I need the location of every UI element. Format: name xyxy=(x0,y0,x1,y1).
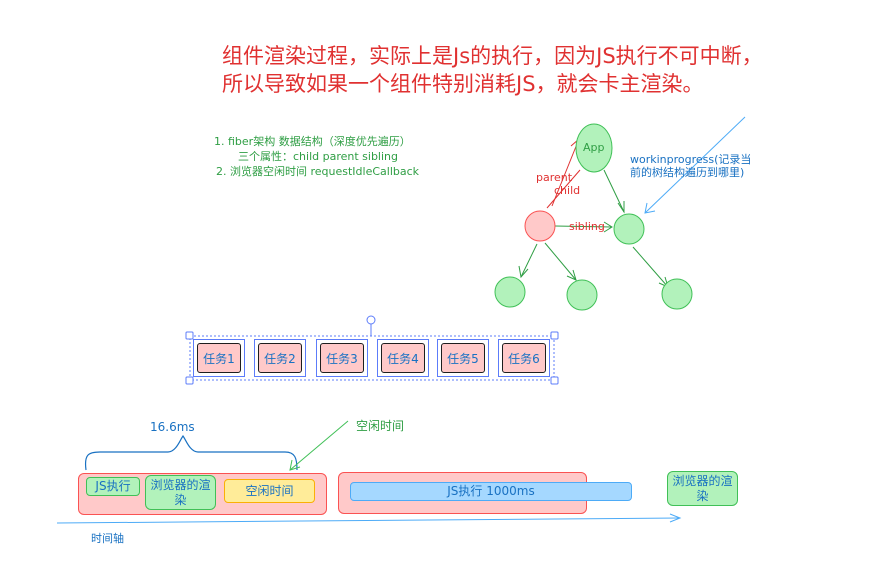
task-selection-box xyxy=(189,335,555,381)
node-leaf-1 xyxy=(494,276,526,308)
title-line-2: 所以导致如果一个组件特别消耗JS，就会卡主渲染。 xyxy=(222,72,704,96)
edge-sibling-leaf3 xyxy=(632,246,669,288)
frame-duration-label: 16.6ms xyxy=(150,420,195,434)
js-exec-box: JS执行 xyxy=(86,477,140,496)
node-leaf-2 xyxy=(566,279,598,311)
wip-label-line1: workinprogress(记录当 xyxy=(630,153,752,166)
task-item[interactable]: 任务5 xyxy=(441,343,485,373)
js-exec-long-box: JS执行 1000ms xyxy=(350,482,632,501)
edge-child-leaf2 xyxy=(544,242,577,281)
node-child xyxy=(524,210,556,242)
node-leaf-3 xyxy=(661,278,693,310)
idle-time-box: 空闲时间 xyxy=(224,479,315,503)
idle-annotation-label: 空闲时间 xyxy=(356,419,405,433)
resize-handle-br xyxy=(550,376,559,385)
resize-handle-tr xyxy=(550,331,559,340)
task-item[interactable]: 任务6 xyxy=(502,343,546,373)
time-axis-line xyxy=(56,517,681,524)
edge-parent xyxy=(551,138,580,207)
task-frame xyxy=(316,339,368,377)
resize-handle-tl xyxy=(185,331,194,340)
task-item[interactable]: 任务3 xyxy=(320,343,364,373)
idle-pointer xyxy=(289,420,349,471)
edge-child-leaf1 xyxy=(520,243,538,278)
node-app xyxy=(575,123,613,173)
note-fiber-props: 三个属性：child parent sibling xyxy=(238,150,398,163)
task-frame xyxy=(437,339,489,377)
task-item[interactable]: 任务1 xyxy=(197,343,241,373)
note-idle-callback: 2. 浏览器空闲时间 requestIdleCallback xyxy=(216,165,420,178)
browser-render-box: 浏览器的渲染 xyxy=(145,475,216,510)
edge-app-sibling xyxy=(603,169,625,213)
node-sibling xyxy=(613,213,645,245)
note-fiber: 1. fiber架构 数据结构（深度优先遍历） xyxy=(214,135,411,148)
child-label: child xyxy=(554,184,581,197)
rotate-handle xyxy=(366,315,376,325)
sibling-label: sibling xyxy=(569,220,605,233)
task-frame xyxy=(377,339,429,377)
task-item[interactable]: 任务4 xyxy=(381,343,425,373)
parent-label: parent xyxy=(536,171,573,184)
task-frame xyxy=(254,339,306,377)
task-frame xyxy=(498,339,550,377)
wip-pointer xyxy=(644,116,746,214)
wip-label-line2: 前的树结构遍历到哪里) xyxy=(630,166,745,179)
resize-handle-bl xyxy=(185,376,194,385)
title-line-1: 组件渲染过程，实际上是Js的执行，因为JS执行不可中断， xyxy=(222,44,763,68)
edge-child xyxy=(546,169,581,209)
frame-brace xyxy=(84,434,298,471)
time-axis-label: 时间轴 xyxy=(91,532,124,545)
browser-render-box-2: 浏览器的渲染 xyxy=(667,471,738,506)
task-frame xyxy=(193,339,245,377)
task-item[interactable]: 任务2 xyxy=(258,343,302,373)
node-app-label: App xyxy=(583,141,605,154)
